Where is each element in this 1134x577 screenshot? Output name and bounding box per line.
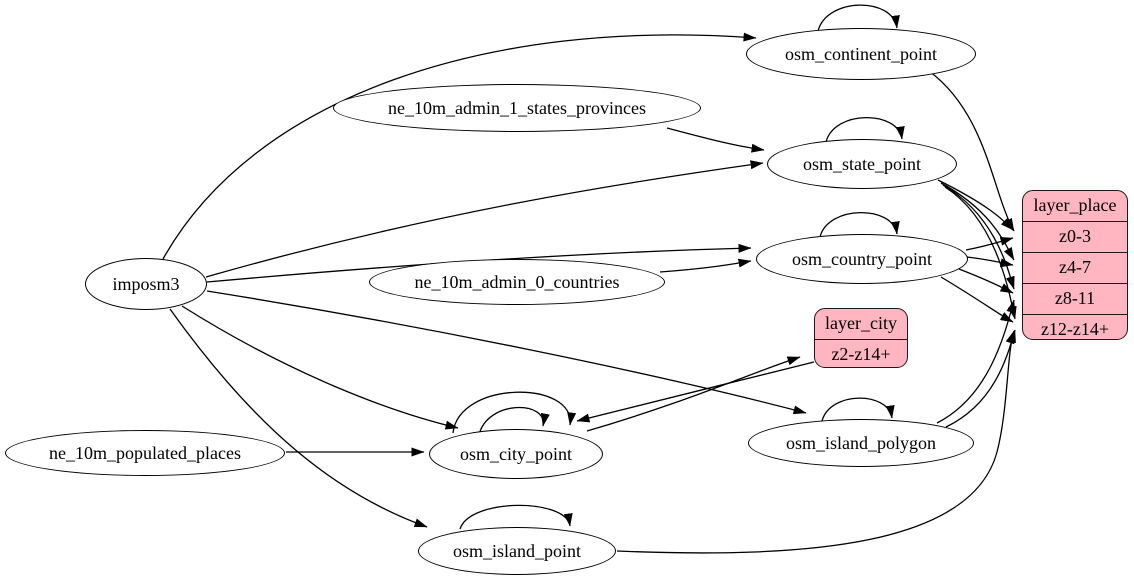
- edge-imposm3-state: [205, 160, 764, 278]
- edge-selfloop-country: [819, 211, 900, 238]
- record-layer-place-row-z0-3: z0-3: [1023, 221, 1127, 252]
- node-osm-continent-point: osm_continent_point: [746, 28, 976, 80]
- edge-state-z4-7: [940, 182, 1015, 261]
- edge-selfloop-continent: [817, 4, 900, 32]
- record-layer-place: layer_place z0-3 z4-7 z8-11 z12-z14+: [1022, 190, 1128, 340]
- node-osm-state-point: osm_state_point: [767, 139, 957, 189]
- record-layer-place-row-z4-7: z4-7: [1023, 252, 1127, 283]
- node-osm-country-point: osm_country_point: [756, 234, 968, 284]
- node-osm-island-polygon-label: osm_island_polygon: [785, 432, 936, 453]
- node-osm-city-point: osm_city_point: [429, 429, 603, 479]
- record-layer-place-title: layer_place: [1033, 195, 1117, 215]
- node-imposm3: imposm3: [85, 258, 207, 310]
- node-osm-country-point-label: osm_country_point: [792, 248, 932, 269]
- edge-state-z8-11: [942, 184, 1015, 290]
- record-layer-city: layer_city z2-z14+: [814, 308, 908, 368]
- node-ne-10m-populated-places: ne_10m_populated_places: [5, 430, 285, 476]
- edge-layer-city-city: [576, 361, 815, 423]
- record-layer-place-row-z8-11: z8-11: [1023, 283, 1127, 314]
- edge-island-polygon-z8-11: [936, 299, 1016, 424]
- node-ne-10m-admin-0-countries: ne_10m_admin_0_countries: [369, 259, 665, 305]
- node-osm-city-point-label: osm_city_point: [460, 443, 572, 464]
- node-osm-island-polygon: osm_island_polygon: [748, 419, 974, 467]
- edge-selfloop-city-inner: [478, 406, 550, 436]
- node-ne-10m-admin-0-countries-label: ne_10m_admin_0_countries: [414, 271, 620, 292]
- node-osm-continent-point-label: osm_continent_point: [785, 43, 937, 64]
- edge-selfloop-state: [825, 116, 905, 143]
- edge-country-z12-z14: [940, 276, 1014, 323]
- edge-selfloop-island-polygon: [821, 397, 895, 422]
- edge-imposm3-island-polygon: [206, 290, 807, 415]
- edge-state-z0-3: [937, 179, 1014, 231]
- record-layer-city-row-z2-z14: z2-z14+: [815, 339, 907, 367]
- edge-imposm3-continent: [162, 32, 757, 260]
- edge-ne-countries-country: [659, 258, 752, 273]
- node-ne-10m-populated-places-label: ne_10m_populated_places: [49, 442, 241, 463]
- edge-city-layer-city: [586, 356, 801, 432]
- edge-island-point-z12-z14: [616, 330, 1015, 554]
- node-ne-10m-admin-1-states-provinces-label: ne_10m_admin_1_states_provinces: [388, 97, 646, 118]
- node-osm-island-point-label: osm_island_point: [452, 540, 581, 561]
- edge-imposm3-island-point: [169, 308, 428, 528]
- edge-imposm3-city: [181, 305, 459, 430]
- node-ne-10m-admin-1-states-provinces: ne_10m_admin_1_states_provinces: [333, 84, 701, 132]
- node-imposm3-label: imposm3: [112, 273, 180, 294]
- edge-country-z4-7: [966, 256, 1014, 268]
- edge-country-z0-3: [965, 236, 1014, 251]
- record-layer-place-row-z12-z14: z12-z14+: [1023, 314, 1127, 339]
- edge-island-polygon-z12-z14: [945, 329, 1016, 428]
- edge-selfloop-island-point: [459, 504, 573, 530]
- edge-continent-z0-3: [928, 70, 1015, 232]
- node-osm-island-point: osm_island_point: [418, 527, 616, 575]
- edge-selfloop-city-outer: [452, 391, 577, 434]
- edge-country-z8-11: [958, 268, 1014, 294]
- record-layer-city-title: layer_city: [825, 313, 897, 333]
- node-osm-state-point-label: osm_state_point: [803, 153, 921, 174]
- edge-ne-states-state: [666, 127, 765, 153]
